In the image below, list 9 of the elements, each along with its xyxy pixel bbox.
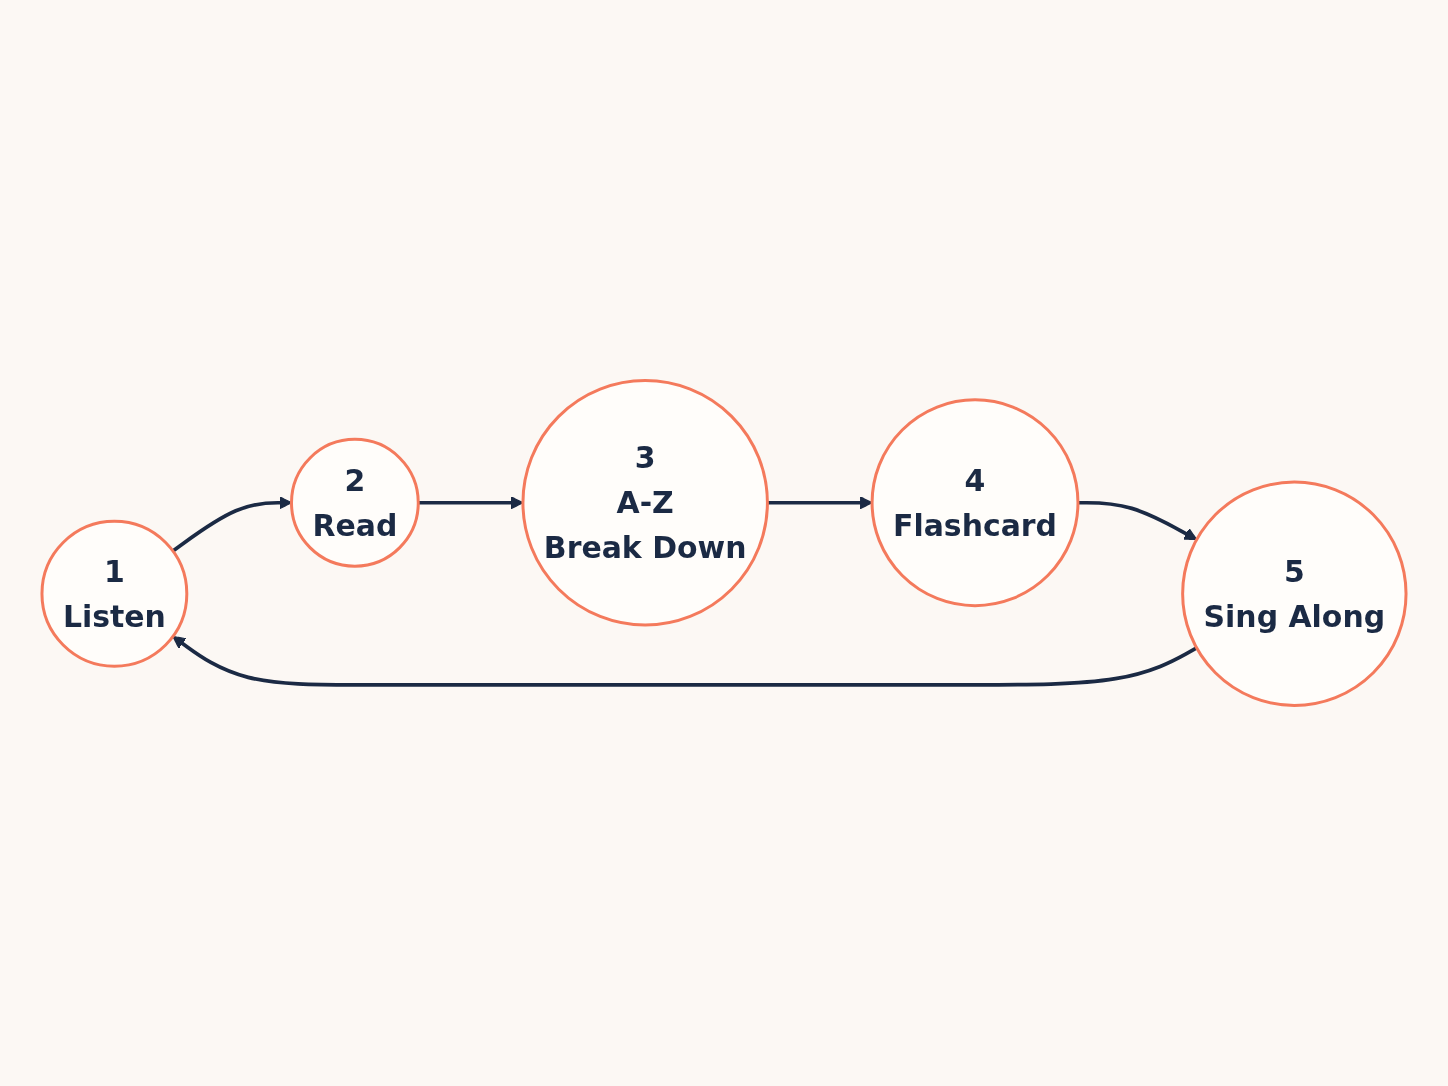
arrow (172, 635, 1198, 687)
node-circle: 1 Listen (40, 519, 189, 668)
arrow (418, 496, 524, 510)
node-circle: 4 Flashcard (870, 398, 1080, 608)
node-circle: 5 Sing Along (1181, 480, 1408, 707)
arrow (1077, 500, 1198, 541)
node-circle: 3 A-Z Break Down (521, 379, 769, 627)
node-circle: 2 Read (290, 437, 420, 568)
arrow (767, 496, 873, 510)
